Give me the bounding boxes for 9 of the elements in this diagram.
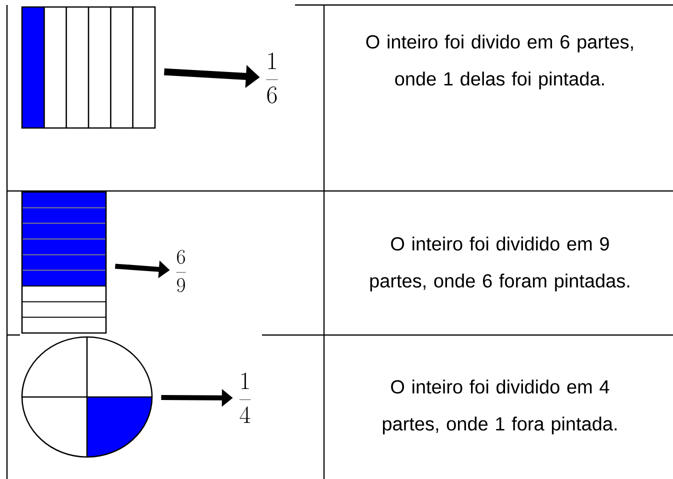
cell-text: O inteiro foi dividido em 9 partes, onde 6 foram pintadas.: [370, 236, 630, 292]
fraction-drawing: [21, 336, 153, 458]
fraction-drawing: [21, 191, 107, 334]
fraction: $\frac{1}{6}$: [266, 52, 278, 104]
cell-text: O inteiro foi dividido em 4 partes, onde 1 fora pintada.: [382, 380, 617, 434]
fraction: $\frac{1}{4}$: [239, 372, 251, 423]
fraction: $\frac{6}{9}$: [176, 250, 186, 292]
fraction-drawing: [21, 6, 156, 129]
cell-text: O inteiro foi divido em 6 partes, onde 1 delas foi pintada.: [366, 34, 633, 90]
